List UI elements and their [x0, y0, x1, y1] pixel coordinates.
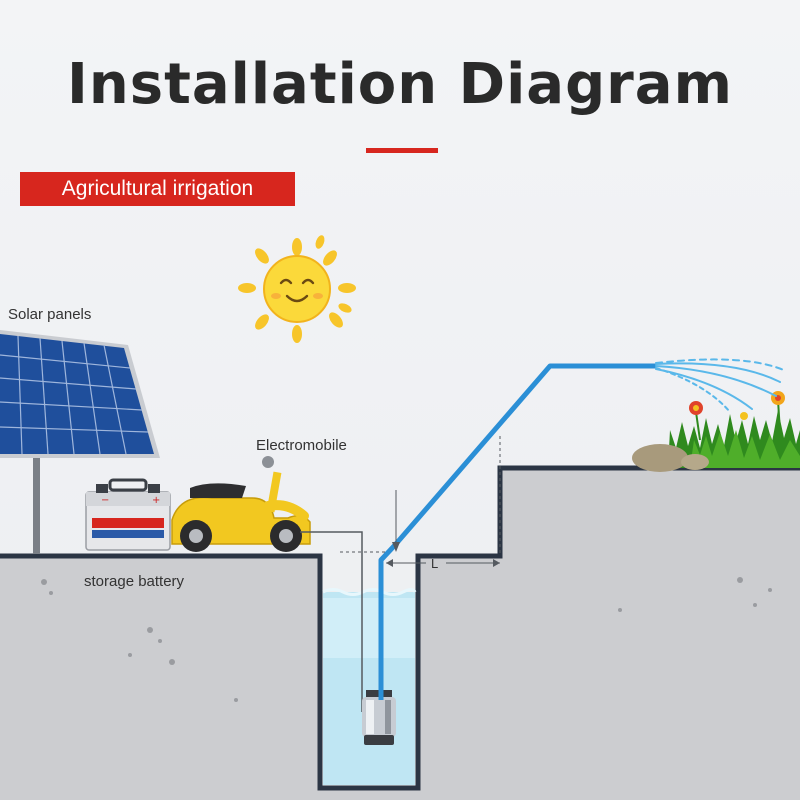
ground-speckles	[41, 577, 772, 702]
label-storage-battery: storage battery	[84, 573, 185, 590]
category-tag: Agricultural irrigation	[20, 172, 295, 206]
solar-panel-icon	[0, 330, 160, 554]
water-spray	[655, 358, 787, 413]
distance-marker	[340, 436, 501, 567]
label-solar-panels: Solar panels	[8, 306, 92, 323]
sun-icon	[238, 235, 356, 343]
water-shine	[323, 598, 415, 658]
water-surface	[322, 588, 417, 596]
svg-text:+: +	[152, 495, 160, 506]
power-cable	[300, 531, 363, 712]
scooter-icon	[171, 456, 311, 552]
label-electromobile: Electromobile	[256, 437, 347, 454]
label-distance: L	[431, 556, 439, 571]
page-title: Installation Diagram	[67, 52, 733, 117]
storage-battery-icon: − +	[85, 478, 171, 551]
ground-outline	[0, 465, 800, 791]
title-underline	[366, 148, 438, 153]
grass-patch	[632, 410, 800, 472]
ground	[0, 468, 800, 800]
svg-text:−: −	[101, 495, 109, 506]
